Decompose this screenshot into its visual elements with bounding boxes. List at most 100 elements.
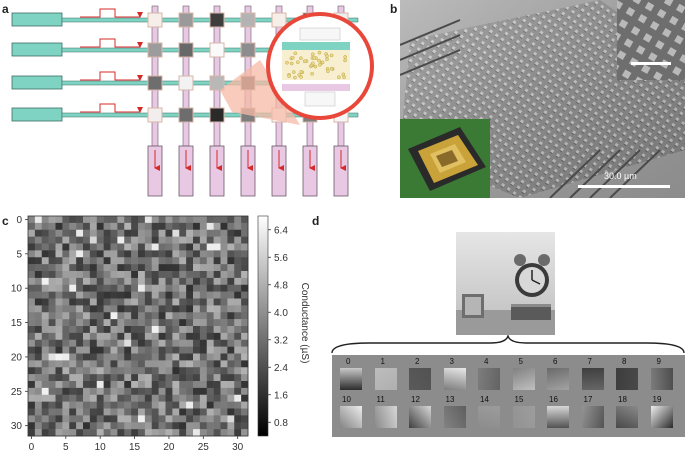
heatmap-cell <box>213 216 221 224</box>
heatmap-cell <box>151 298 159 306</box>
heatmap-cell <box>28 415 36 423</box>
heatmap-cell <box>48 236 56 244</box>
heatmap-cell <box>48 332 56 341</box>
colorbar-tick-label: 4.8 <box>274 280 288 291</box>
heatmap-cell <box>83 271 91 279</box>
heatmap-cell <box>158 222 166 231</box>
heatmap-cell <box>144 243 153 251</box>
heatmap-cell <box>186 291 194 299</box>
heatmap-cell <box>96 229 104 237</box>
heatmap-cell <box>199 401 208 409</box>
memristor-cell <box>209 42 225 58</box>
heatmap-cell <box>206 222 214 231</box>
memristor-cell <box>240 12 256 28</box>
heatmap-cell <box>110 271 118 279</box>
heatmap-cell <box>103 243 111 251</box>
heatmap-cell <box>62 229 70 237</box>
heatmap-cell <box>193 271 201 279</box>
heatmap-cell <box>28 422 36 430</box>
heatmap-cell <box>213 422 221 430</box>
heatmap-cell <box>220 284 228 292</box>
heatmap-cell <box>234 284 242 292</box>
heatmap-cell <box>110 326 118 334</box>
heatmap-cell <box>55 332 63 341</box>
heatmap-cell <box>131 271 139 279</box>
heatmap-cell <box>69 326 77 334</box>
heatmap-cell <box>124 216 132 224</box>
heatmap-cell <box>117 236 125 244</box>
heatmap-cell <box>213 229 221 237</box>
heatmap-cell <box>206 305 214 313</box>
heatmap-cell <box>158 374 166 382</box>
heatmap-cell <box>138 264 146 272</box>
heatmap-cell <box>62 422 70 430</box>
heatmap-cell <box>96 222 104 231</box>
heatmap-cell <box>138 216 146 224</box>
heatmap-cell <box>89 332 98 341</box>
heatmap-cell <box>172 284 180 292</box>
heatmap-cell <box>62 305 70 313</box>
heatmap-cell <box>206 360 214 368</box>
heatmap-cell <box>124 271 132 279</box>
heatmap-cell <box>76 250 84 258</box>
heatmap-cell <box>199 353 208 361</box>
heatmap-cell <box>165 250 173 258</box>
heatmap-cell <box>234 264 242 272</box>
heatmap-cell <box>117 284 125 292</box>
colorbar <box>257 215 269 437</box>
heatmap-cell <box>89 236 98 244</box>
heatmap-cell <box>117 250 125 258</box>
heatmap-cell <box>34 284 43 292</box>
heatmap-cell <box>83 332 91 341</box>
heatmap-cell <box>179 381 187 389</box>
output-bar <box>240 145 256 197</box>
colorbar-tick-label: 6.4 <box>274 225 288 236</box>
heatmap-cell <box>124 408 132 416</box>
heatmap-cell <box>206 387 214 396</box>
heatmap-cell <box>158 381 166 389</box>
heatmap-cell <box>96 353 104 361</box>
heatmap-cell <box>144 298 153 306</box>
heatmap-cell <box>234 291 242 299</box>
heatmap-cell <box>117 326 125 334</box>
voltage-pulse <box>80 38 143 48</box>
heatmap-cell <box>34 408 43 416</box>
heatmap-cell <box>151 346 159 354</box>
heatmap-cell <box>124 346 132 354</box>
heatmap-cell <box>165 360 173 368</box>
heatmap-cell <box>76 264 84 272</box>
heatmap-cell <box>110 401 118 409</box>
memristor-cell <box>178 107 194 123</box>
heatmap-cell <box>241 339 249 347</box>
heatmap-cell <box>165 305 173 313</box>
heatmap-cell <box>227 271 235 279</box>
heatmap-cell <box>199 305 208 313</box>
heatmap-cell <box>110 408 118 416</box>
heatmap-cell <box>179 264 187 272</box>
heatmap-cell <box>213 401 221 409</box>
heatmap-cell <box>131 367 139 375</box>
heatmap-cell <box>89 394 98 402</box>
heatmap-cell <box>241 401 249 409</box>
heatmap-cell <box>41 346 49 354</box>
heatmap-cell <box>220 257 228 265</box>
heatmap-cell <box>117 401 125 409</box>
heatmap-cell <box>89 222 98 231</box>
dictionary-atom-label: 5 <box>518 357 523 366</box>
heatmap-cell <box>172 422 180 430</box>
heatmap-cell <box>206 229 214 237</box>
heatmap-cell <box>138 229 146 237</box>
heatmap-cell <box>34 374 43 382</box>
heatmap-cell <box>124 319 132 327</box>
heatmap-cell <box>131 216 139 224</box>
heatmap-cell <box>172 257 180 265</box>
heatmap-cell <box>227 291 235 299</box>
heatmap-cell <box>186 339 194 347</box>
heatmap-cell <box>206 298 214 306</box>
heatmap-cell <box>83 353 91 361</box>
heatmap-cell <box>117 298 125 306</box>
heatmap-cell <box>131 353 139 361</box>
heatmap-cell <box>193 305 201 313</box>
heatmap-cell <box>62 367 70 375</box>
